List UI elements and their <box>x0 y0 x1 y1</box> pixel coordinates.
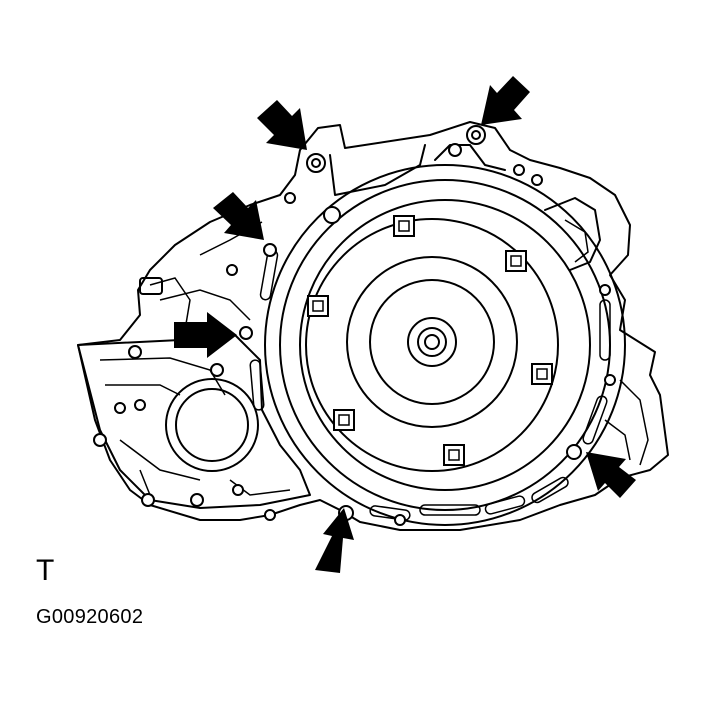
left-bore <box>165 378 259 472</box>
converter-inner-ring <box>346 256 518 428</box>
arrow-left <box>174 312 237 358</box>
housing-outline <box>77 121 669 531</box>
left-flange <box>77 334 311 509</box>
ring-slots <box>249 249 611 521</box>
converter-hub <box>407 317 457 367</box>
view-letter: T <box>36 554 55 587</box>
right-bell-bump-inner <box>564 219 589 263</box>
main-housing-ring <box>264 164 626 526</box>
top-right-casting <box>434 144 506 171</box>
right-bell-bump <box>544 197 601 271</box>
arrow-upper-left <box>213 192 264 240</box>
arrow-top-left <box>257 100 307 150</box>
main-housing-ring-3 <box>299 199 591 491</box>
converter-center <box>424 334 440 350</box>
torque-converter-ring <box>305 218 559 472</box>
converter-bolts <box>307 215 553 466</box>
upper-left-fitting <box>139 277 163 295</box>
arrow-bottom <box>315 508 354 573</box>
top-casting <box>329 144 426 196</box>
converter-hub-inner <box>417 327 447 357</box>
flange-rib <box>99 357 291 496</box>
converter-hub-ring <box>369 279 495 405</box>
left-bore-inner <box>175 388 249 462</box>
arrow-top-right <box>481 76 530 125</box>
arrow-right <box>586 452 636 498</box>
figure-code: G00920602 <box>36 606 144 628</box>
housing-bolt-holes <box>93 125 616 526</box>
right-lower-casting <box>604 379 649 466</box>
upper-left-region <box>149 221 263 331</box>
